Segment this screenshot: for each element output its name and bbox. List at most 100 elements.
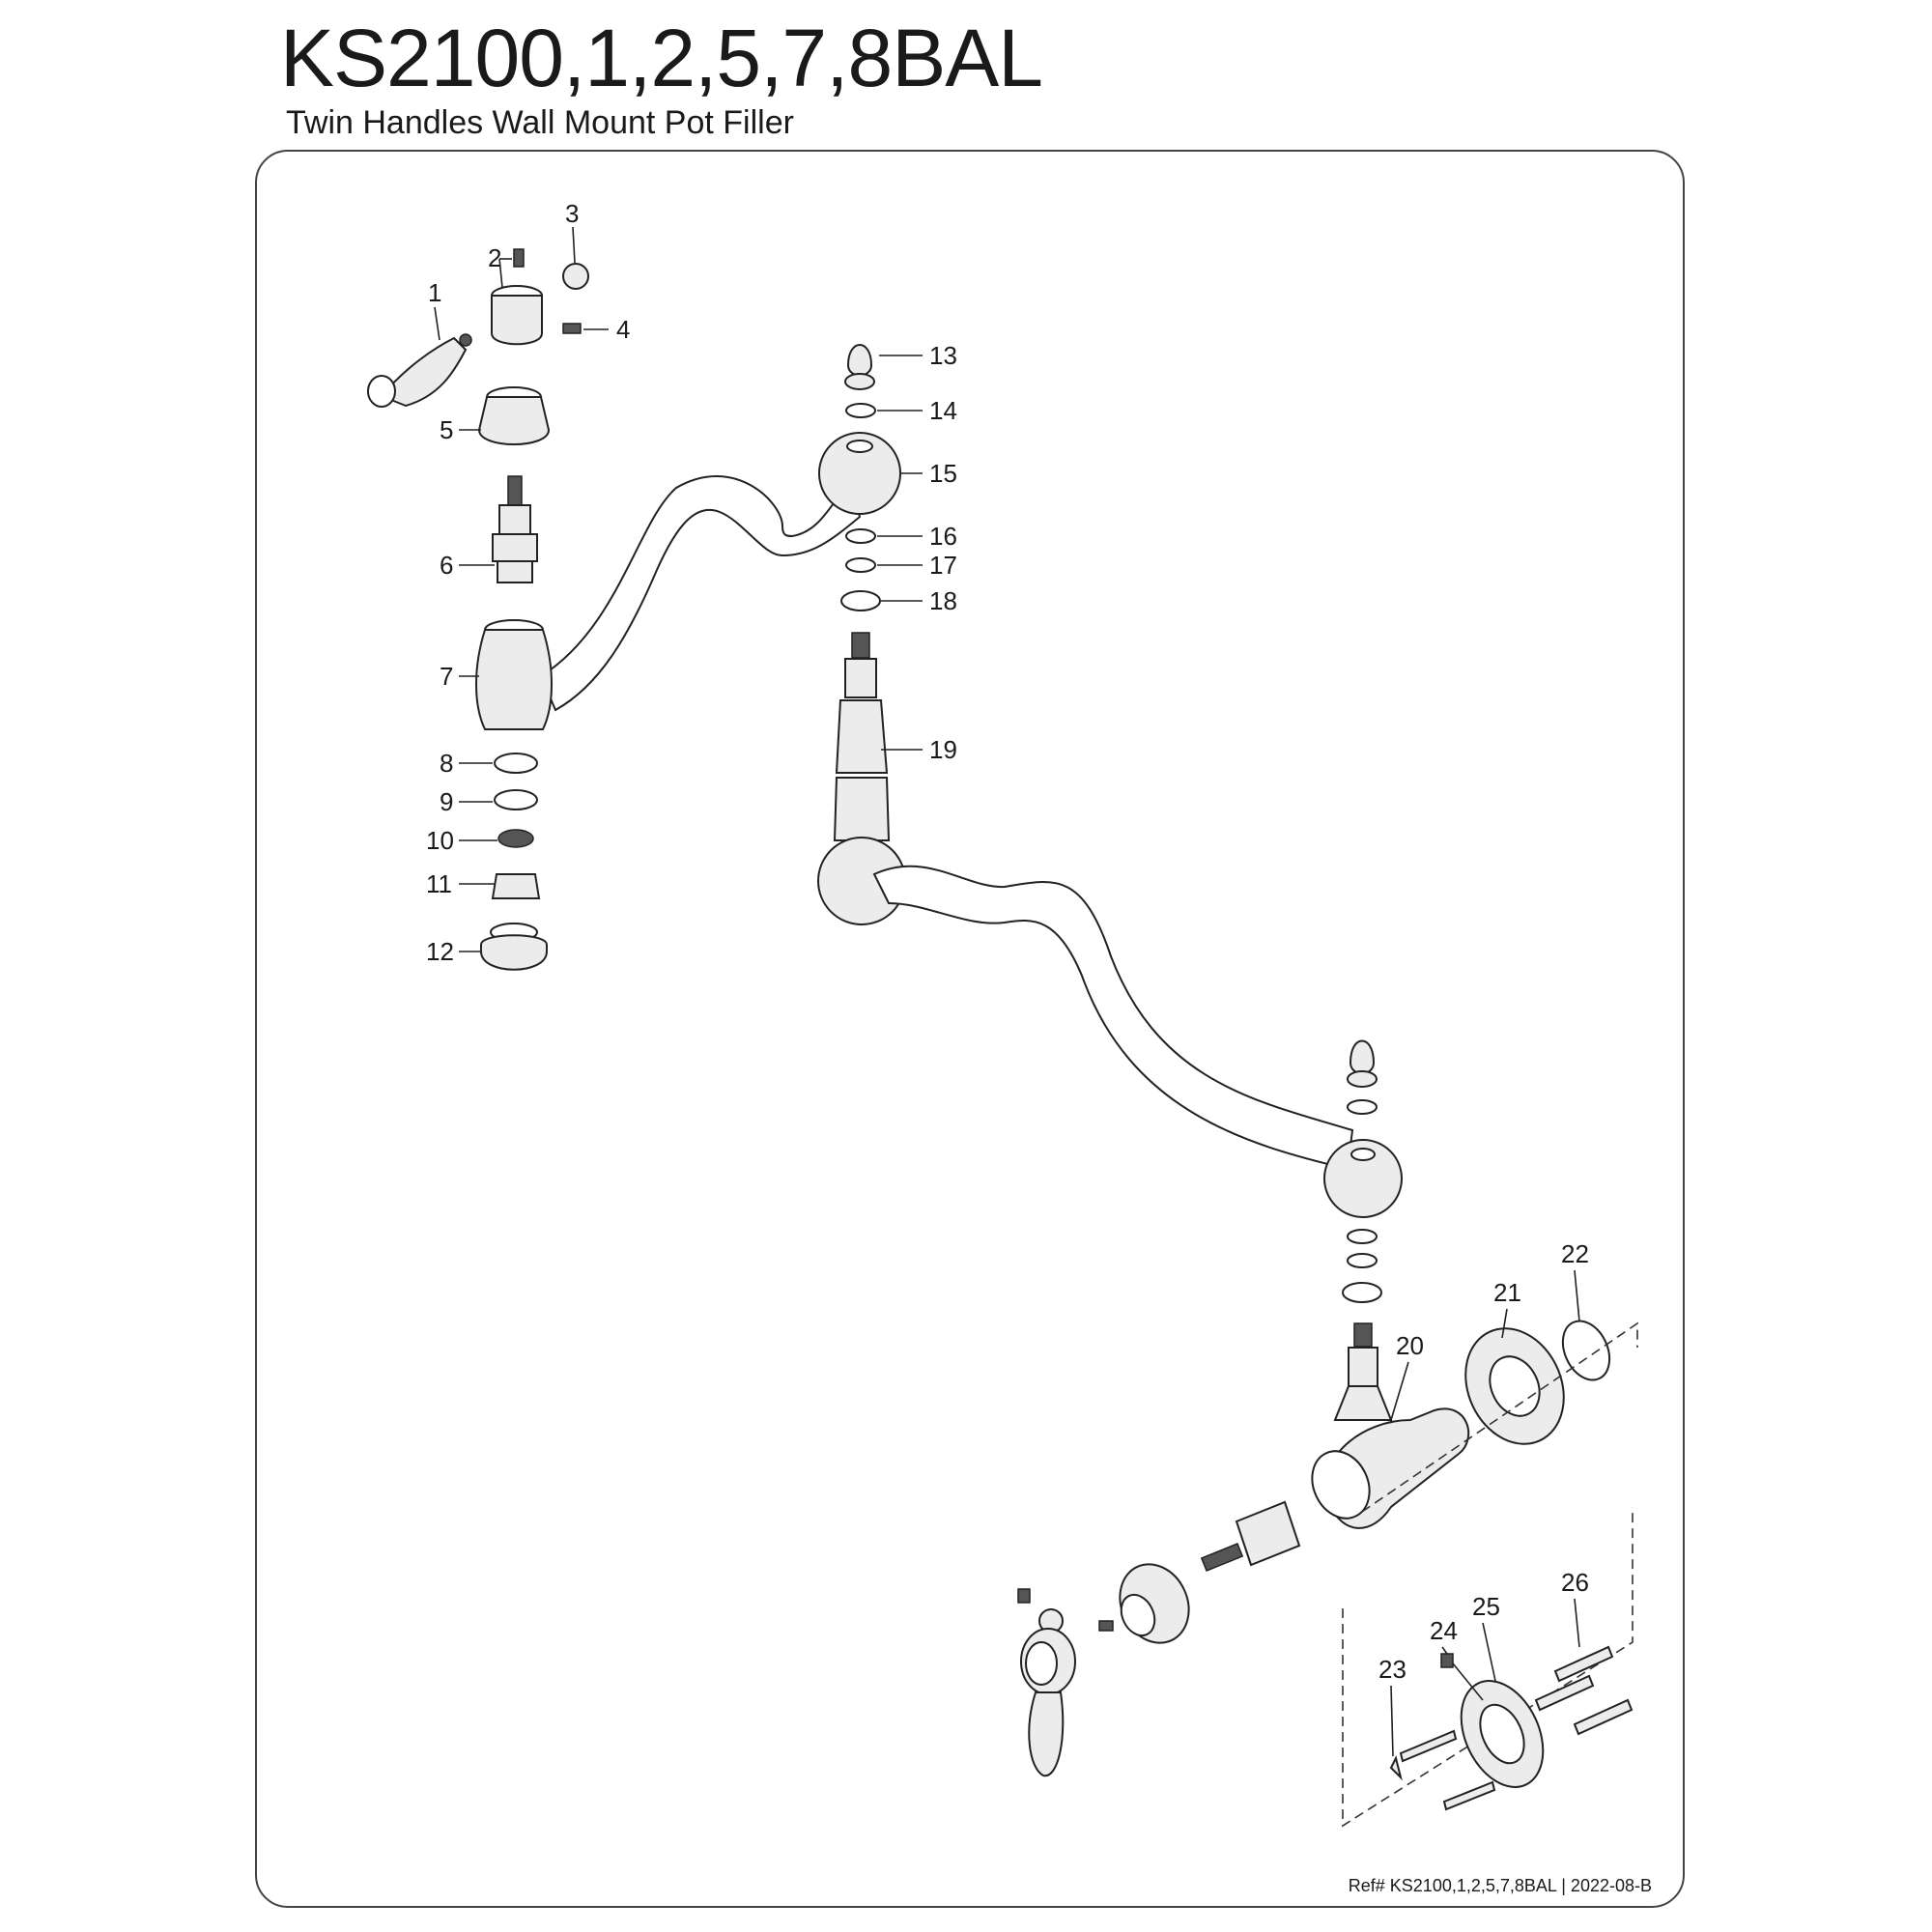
leader-23 bbox=[1390, 1685, 1394, 1757]
callout-23: 23 bbox=[1378, 1655, 1406, 1684]
nut-11 bbox=[491, 873, 541, 899]
callout-14: 14 bbox=[929, 396, 957, 425]
cap-top-base bbox=[844, 373, 875, 390]
callout-24: 24 bbox=[1430, 1616, 1458, 1645]
leader-25 bbox=[1482, 1622, 1496, 1682]
callout-25: 25 bbox=[1472, 1592, 1500, 1621]
callout-1: 1 bbox=[428, 278, 441, 307]
callout-13: 13 bbox=[929, 341, 957, 370]
index-button-3 bbox=[562, 263, 589, 290]
callout-21: 21 bbox=[1493, 1278, 1521, 1307]
mounting-bracket-25-inner bbox=[1479, 1703, 1525, 1765]
washer-9 bbox=[494, 789, 538, 810]
set-screw-2 bbox=[513, 248, 525, 268]
cartridge-base bbox=[497, 560, 533, 583]
diagram-title: KS2100,1,2,5,7,8BAL bbox=[280, 13, 1043, 103]
flange-12 bbox=[480, 934, 548, 971]
callout-4: 4 bbox=[616, 315, 630, 344]
lower-cartridge bbox=[1235, 1500, 1301, 1567]
lower-escutcheon-inner bbox=[1120, 1593, 1156, 1637]
diagram-subtitle: Twin Handles Wall Mount Pot Filler bbox=[286, 104, 794, 141]
callout-18: 18 bbox=[929, 586, 957, 615]
set-screw-4 bbox=[562, 323, 582, 334]
lower-spout-arm bbox=[872, 865, 1354, 1171]
wall-flange-21-inner bbox=[1489, 1355, 1541, 1417]
leader-22 bbox=[1574, 1269, 1580, 1322]
washer-16 bbox=[845, 528, 876, 544]
wall-plane-outline bbox=[1361, 1321, 1638, 1513]
swivel-stem-thread bbox=[851, 632, 870, 659]
washer-8 bbox=[494, 753, 538, 774]
callout-9: 9 bbox=[440, 787, 453, 816]
upper-ball-joint-top-ring bbox=[846, 440, 873, 453]
o-ring-22 bbox=[1561, 1320, 1611, 1381]
callout-11: 11 bbox=[426, 869, 452, 898]
lower-washer-top bbox=[1347, 1099, 1378, 1115]
lower-cap bbox=[1349, 1039, 1376, 1075]
leader-24 bbox=[1441, 1646, 1448, 1655]
lower-cartridge-spline bbox=[1200, 1543, 1244, 1572]
lower-washer-2 bbox=[1347, 1253, 1378, 1268]
callout-16: 16 bbox=[929, 522, 957, 551]
callout-17: 17 bbox=[929, 551, 957, 580]
leader-21 bbox=[1501, 1308, 1508, 1339]
leader-2b bbox=[498, 258, 503, 289]
callout-22: 22 bbox=[1561, 1239, 1589, 1268]
callout-15: 15 bbox=[929, 459, 957, 488]
screw-23-c bbox=[1389, 1755, 1403, 1781]
anchor-26-a bbox=[1553, 1645, 1614, 1683]
leader-1 bbox=[434, 306, 440, 341]
handle-left bbox=[380, 336, 468, 408]
lower-handle-hub-face bbox=[1025, 1641, 1058, 1686]
swivel-stem-lower bbox=[833, 777, 891, 841]
lower-cap-base bbox=[1347, 1070, 1378, 1088]
reference-code: Ref# KS2100,1,2,5,7,8BAL | 2022-08-B bbox=[1348, 1876, 1652, 1895]
callout-3: 3 bbox=[565, 199, 579, 228]
washer-top bbox=[845, 403, 876, 418]
callout-20: 20 bbox=[1396, 1331, 1424, 1360]
callout-2: 2 bbox=[488, 243, 501, 272]
leader-20 bbox=[1390, 1361, 1409, 1421]
callout-5: 5 bbox=[440, 415, 453, 444]
lower-set-screw-b bbox=[1098, 1620, 1114, 1632]
callout-6: 6 bbox=[440, 551, 453, 580]
lower-washer-3 bbox=[1342, 1282, 1382, 1303]
handle-left-tip bbox=[367, 375, 396, 408]
leader-3 bbox=[572, 226, 576, 264]
washer-18 bbox=[840, 590, 881, 611]
callout-19: 19 bbox=[929, 735, 957, 764]
lower-handle-lever bbox=[1028, 1691, 1065, 1777]
callout-26: 26 bbox=[1561, 1568, 1589, 1597]
cartridge-body bbox=[498, 504, 531, 535]
lower-swivel-body bbox=[1348, 1347, 1378, 1387]
lower-washer-1 bbox=[1347, 1229, 1378, 1244]
lower-swivel-thread bbox=[1353, 1322, 1373, 1348]
diagram-frame bbox=[255, 150, 1685, 1908]
cap-top bbox=[846, 344, 873, 377]
leader-24b bbox=[1452, 1662, 1484, 1701]
lower-swivel-cone bbox=[1333, 1385, 1393, 1421]
handle-left-pin bbox=[459, 333, 472, 347]
escutcheon-body bbox=[477, 396, 551, 445]
anchor-26-b bbox=[1534, 1674, 1595, 1712]
callout-7: 7 bbox=[440, 662, 453, 691]
washer-17 bbox=[845, 557, 876, 573]
lower-ball-joint-top-ring bbox=[1350, 1148, 1376, 1161]
lower-set-screw-a bbox=[1017, 1588, 1031, 1604]
screw-23-a bbox=[1399, 1729, 1458, 1763]
swivel-stem-body bbox=[844, 658, 877, 698]
spring-10 bbox=[497, 829, 534, 848]
valve-body-20-outlet bbox=[1311, 1450, 1371, 1520]
lower-ball-joint bbox=[1323, 1139, 1403, 1218]
leader-26 bbox=[1574, 1598, 1580, 1648]
valve-body bbox=[475, 629, 553, 730]
callout-8: 8 bbox=[440, 749, 453, 778]
cartridge-spline bbox=[507, 475, 523, 506]
callout-10: 10 bbox=[426, 826, 454, 855]
upper-spout-arm bbox=[539, 474, 862, 712]
anchor-26-c bbox=[1573, 1698, 1634, 1736]
handle-hub-body bbox=[491, 295, 543, 346]
set-screw-24 bbox=[1440, 1653, 1454, 1668]
screw-23-b bbox=[1442, 1780, 1496, 1811]
